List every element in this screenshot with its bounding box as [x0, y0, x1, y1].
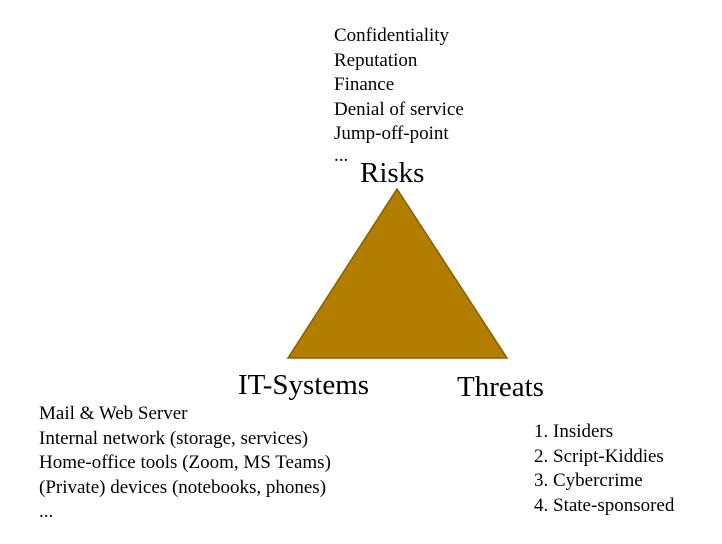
threat-item: 1. Insiders [534, 421, 614, 442]
risk-item: Jump-off-point [334, 123, 449, 144]
risk-item: Reputation [334, 49, 418, 71]
risks-label: Risks [360, 157, 425, 189]
risk-item: Confidentiality [334, 25, 450, 46]
it-system-item: (Private) devices (notebooks, phones) [39, 476, 327, 498]
it-system-item: Mail & Web Server [39, 403, 188, 424]
threat-item: 4. State-sponsored [534, 494, 675, 516]
it-systems-list: Mail & Web Server Internal network (stor… [39, 402, 331, 525]
threat-item: 2. Script-Kiddies [534, 445, 664, 467]
risk-triangle [286, 187, 509, 359]
risk-item: Finance [334, 74, 395, 95]
it-systems-label: IT-Systems [238, 369, 370, 401]
it-system-item: ... [39, 501, 54, 522]
risk-item: Denial of service [334, 98, 464, 120]
it-system-item: Internal network (storage, services) [39, 427, 309, 449]
threats-label: Threats [457, 371, 544, 403]
risks-list: Confidentiality Reputation Finance Denia… [334, 24, 464, 165]
risk-item: ... [334, 144, 349, 166]
threats-list: 1. Insiders 2. Script-Kiddies 3. Cybercr… [534, 420, 674, 518]
it-system-item: Home-office tools (Zoom, MS Teams) [39, 452, 331, 473]
threat-item: 3. Cybercrime [534, 470, 643, 491]
